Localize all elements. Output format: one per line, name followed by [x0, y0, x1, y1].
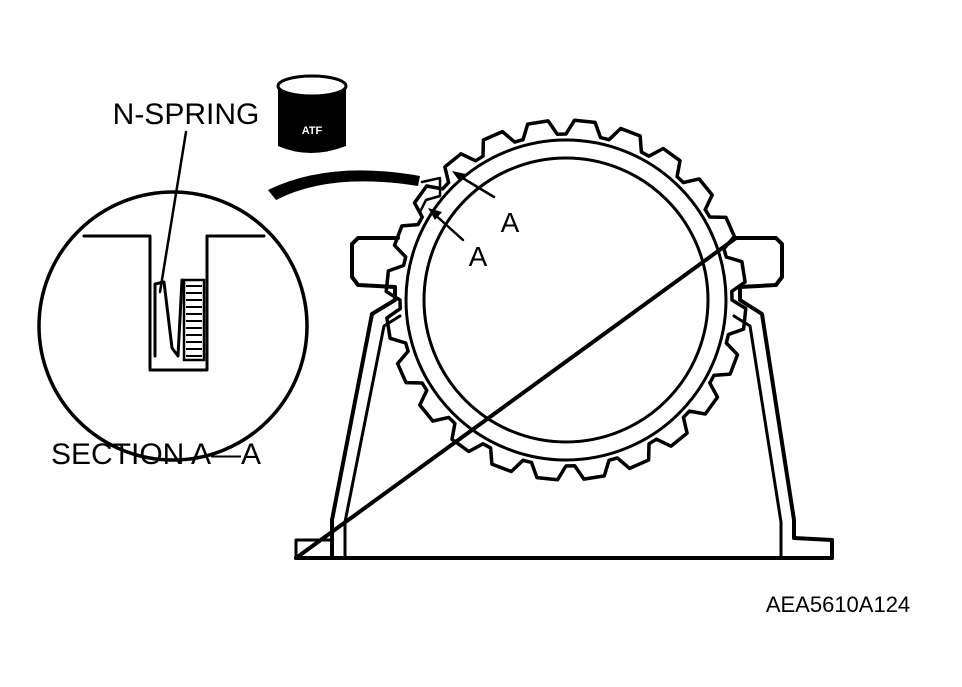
clutch-plate-bore — [422, 156, 710, 444]
clutch-plate-inner-ring — [404, 138, 728, 462]
n-spring-label: N-SPRING — [113, 98, 260, 131]
section-a-label-upper: A — [501, 207, 520, 238]
section-caption: SECTION A—A — [51, 438, 261, 471]
stand-outline — [294, 236, 834, 560]
plate-stack — [182, 278, 206, 362]
n-spring-leader — [158, 130, 188, 294]
section-zoom — [37, 130, 309, 462]
zoom-circle — [37, 190, 309, 462]
section-window — [418, 176, 442, 214]
atf-can-icon: ATF — [276, 74, 348, 153]
figure-code: AEA5610A124 — [766, 592, 910, 617]
section-a-label-lower: A — [469, 241, 488, 272]
stand-left-leg-inner — [343, 314, 402, 558]
stand-right-leg-inner — [732, 314, 783, 558]
groove-profile — [82, 234, 266, 372]
clutch-plate — [384, 118, 748, 482]
n-spring-shape — [153, 278, 184, 358]
stand-left-foot — [294, 538, 334, 560]
zoom-connector — [268, 170, 420, 200]
section-arrows — [428, 171, 496, 242]
clutch-plate-outer-teeth — [384, 118, 748, 482]
clutch-stand — [294, 236, 834, 560]
atf-label: ATF — [302, 125, 323, 137]
